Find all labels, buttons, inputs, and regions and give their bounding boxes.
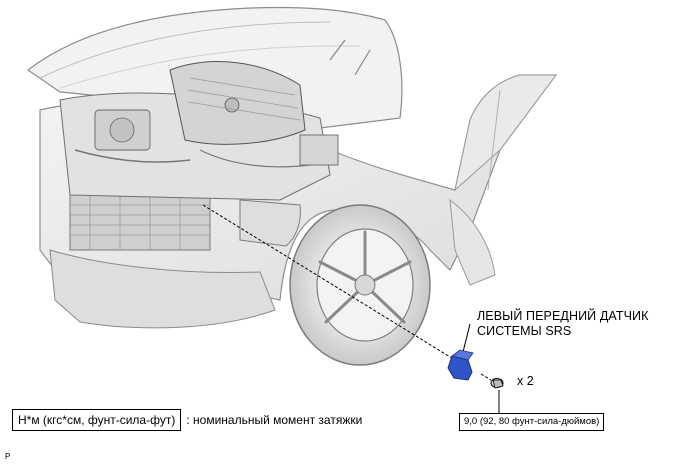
srs-sensor bbox=[447, 349, 474, 381]
figure-id: P bbox=[5, 452, 11, 461]
engine-bay bbox=[59, 39, 371, 201]
front-wheel bbox=[289, 204, 431, 366]
torque-units-box: Н*м (кгс*см, фунт-сила-фут) bbox=[12, 409, 182, 431]
torque-value-box: 9,0 (92, 80 фунт-сила-дюймов) bbox=[459, 413, 605, 431]
bolt-quantity: x 2 bbox=[517, 374, 534, 388]
srs-sensor-label-line2: СИСТЕМЫ SRS bbox=[477, 324, 572, 338]
torque-legend-description: : номинальный момент затяжки bbox=[186, 413, 363, 427]
srs-sensor-label: ЛЕВЫЙ ПЕРЕДНИЙ ДАТЧИК СИСТЕМЫ SRS bbox=[477, 309, 649, 339]
torque-legend: Н*м (кгс*см, фунт-сила-фут) : номинальны… bbox=[12, 409, 362, 431]
bolt-icon bbox=[480, 373, 504, 389]
leader-line bbox=[202, 204, 456, 361]
srs-sensor-label-line1: ЛЕВЫЙ ПЕРЕДНИЙ ДАТЧИК bbox=[477, 309, 649, 323]
